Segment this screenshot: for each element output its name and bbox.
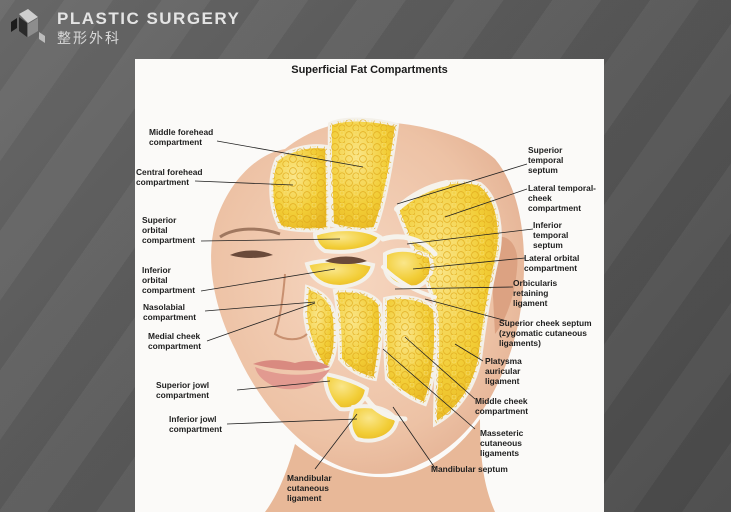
left-eye xyxy=(230,250,273,258)
label-mandibular-cutaneous: Mandibular cutaneous ligament xyxy=(287,473,332,503)
label-superior-jowl: Superior jowl compartment xyxy=(156,380,210,400)
septum-superior-temporal xyxy=(394,180,450,212)
lower-lip xyxy=(255,367,330,390)
brand-name-cn: 整形外科 xyxy=(57,31,121,47)
label-lateral-temporal-cheek: Lateral temporal- cheek compartment xyxy=(528,183,596,213)
compartment-inferior-jowl xyxy=(348,404,400,443)
label-platysma-auricular: Platysma auricular ligament xyxy=(485,356,522,386)
label-central-forehead: Central forehead compartment xyxy=(136,167,203,187)
brand-name-en: PLASTIC SURGERY xyxy=(57,9,241,28)
face-illustration xyxy=(194,117,534,512)
label-mandibular-septum: Mandibular septum xyxy=(431,464,508,474)
left-eyebrow xyxy=(219,227,281,239)
septum-inferior-temporal xyxy=(380,234,438,257)
label-orbicularis-retaining: Orbicularis retaining ligament xyxy=(513,278,558,308)
figure-title: Superficial Fat Compartments xyxy=(291,64,448,76)
label-inferior-jowl: Inferior jowl compartment xyxy=(169,414,223,434)
right-eye xyxy=(325,256,367,264)
label-medial-cheek: Medial cheek compartment xyxy=(148,331,202,351)
label-masseteric-cutaneous: Masseteric cutaneous ligaments xyxy=(480,428,524,458)
label-superior-cheek-septum: Superior cheek septum (zygomatic cutaneo… xyxy=(499,318,592,348)
label-superior-orbital: Superior orbital compartment xyxy=(142,215,196,245)
label-superior-temporal-septum: Superior temporal septum xyxy=(528,145,564,175)
septum-orbicularis xyxy=(381,265,437,299)
label-inferior-orbital: Inferior orbital compartment xyxy=(142,265,196,295)
label-middle-forehead: Middle forehead compartment xyxy=(149,127,214,147)
label-middle-cheek: Middle cheek compartment xyxy=(475,396,529,416)
nose xyxy=(273,273,308,341)
label-lateral-orbital: Lateral orbital compartment xyxy=(524,253,580,273)
label-inferior-temporal-septum: Inferior temporal septum xyxy=(533,220,569,250)
brand-logo-icon xyxy=(11,9,45,43)
compartment-superior-orbital xyxy=(312,227,383,254)
figure-panel: Superficial Fat Compartments Middle fore… xyxy=(135,59,604,512)
upper-lip xyxy=(253,360,330,371)
neck-skin xyxy=(265,419,495,512)
leader-lines xyxy=(194,140,534,470)
label-nasolabial: Nasolabial compartment xyxy=(143,302,197,322)
